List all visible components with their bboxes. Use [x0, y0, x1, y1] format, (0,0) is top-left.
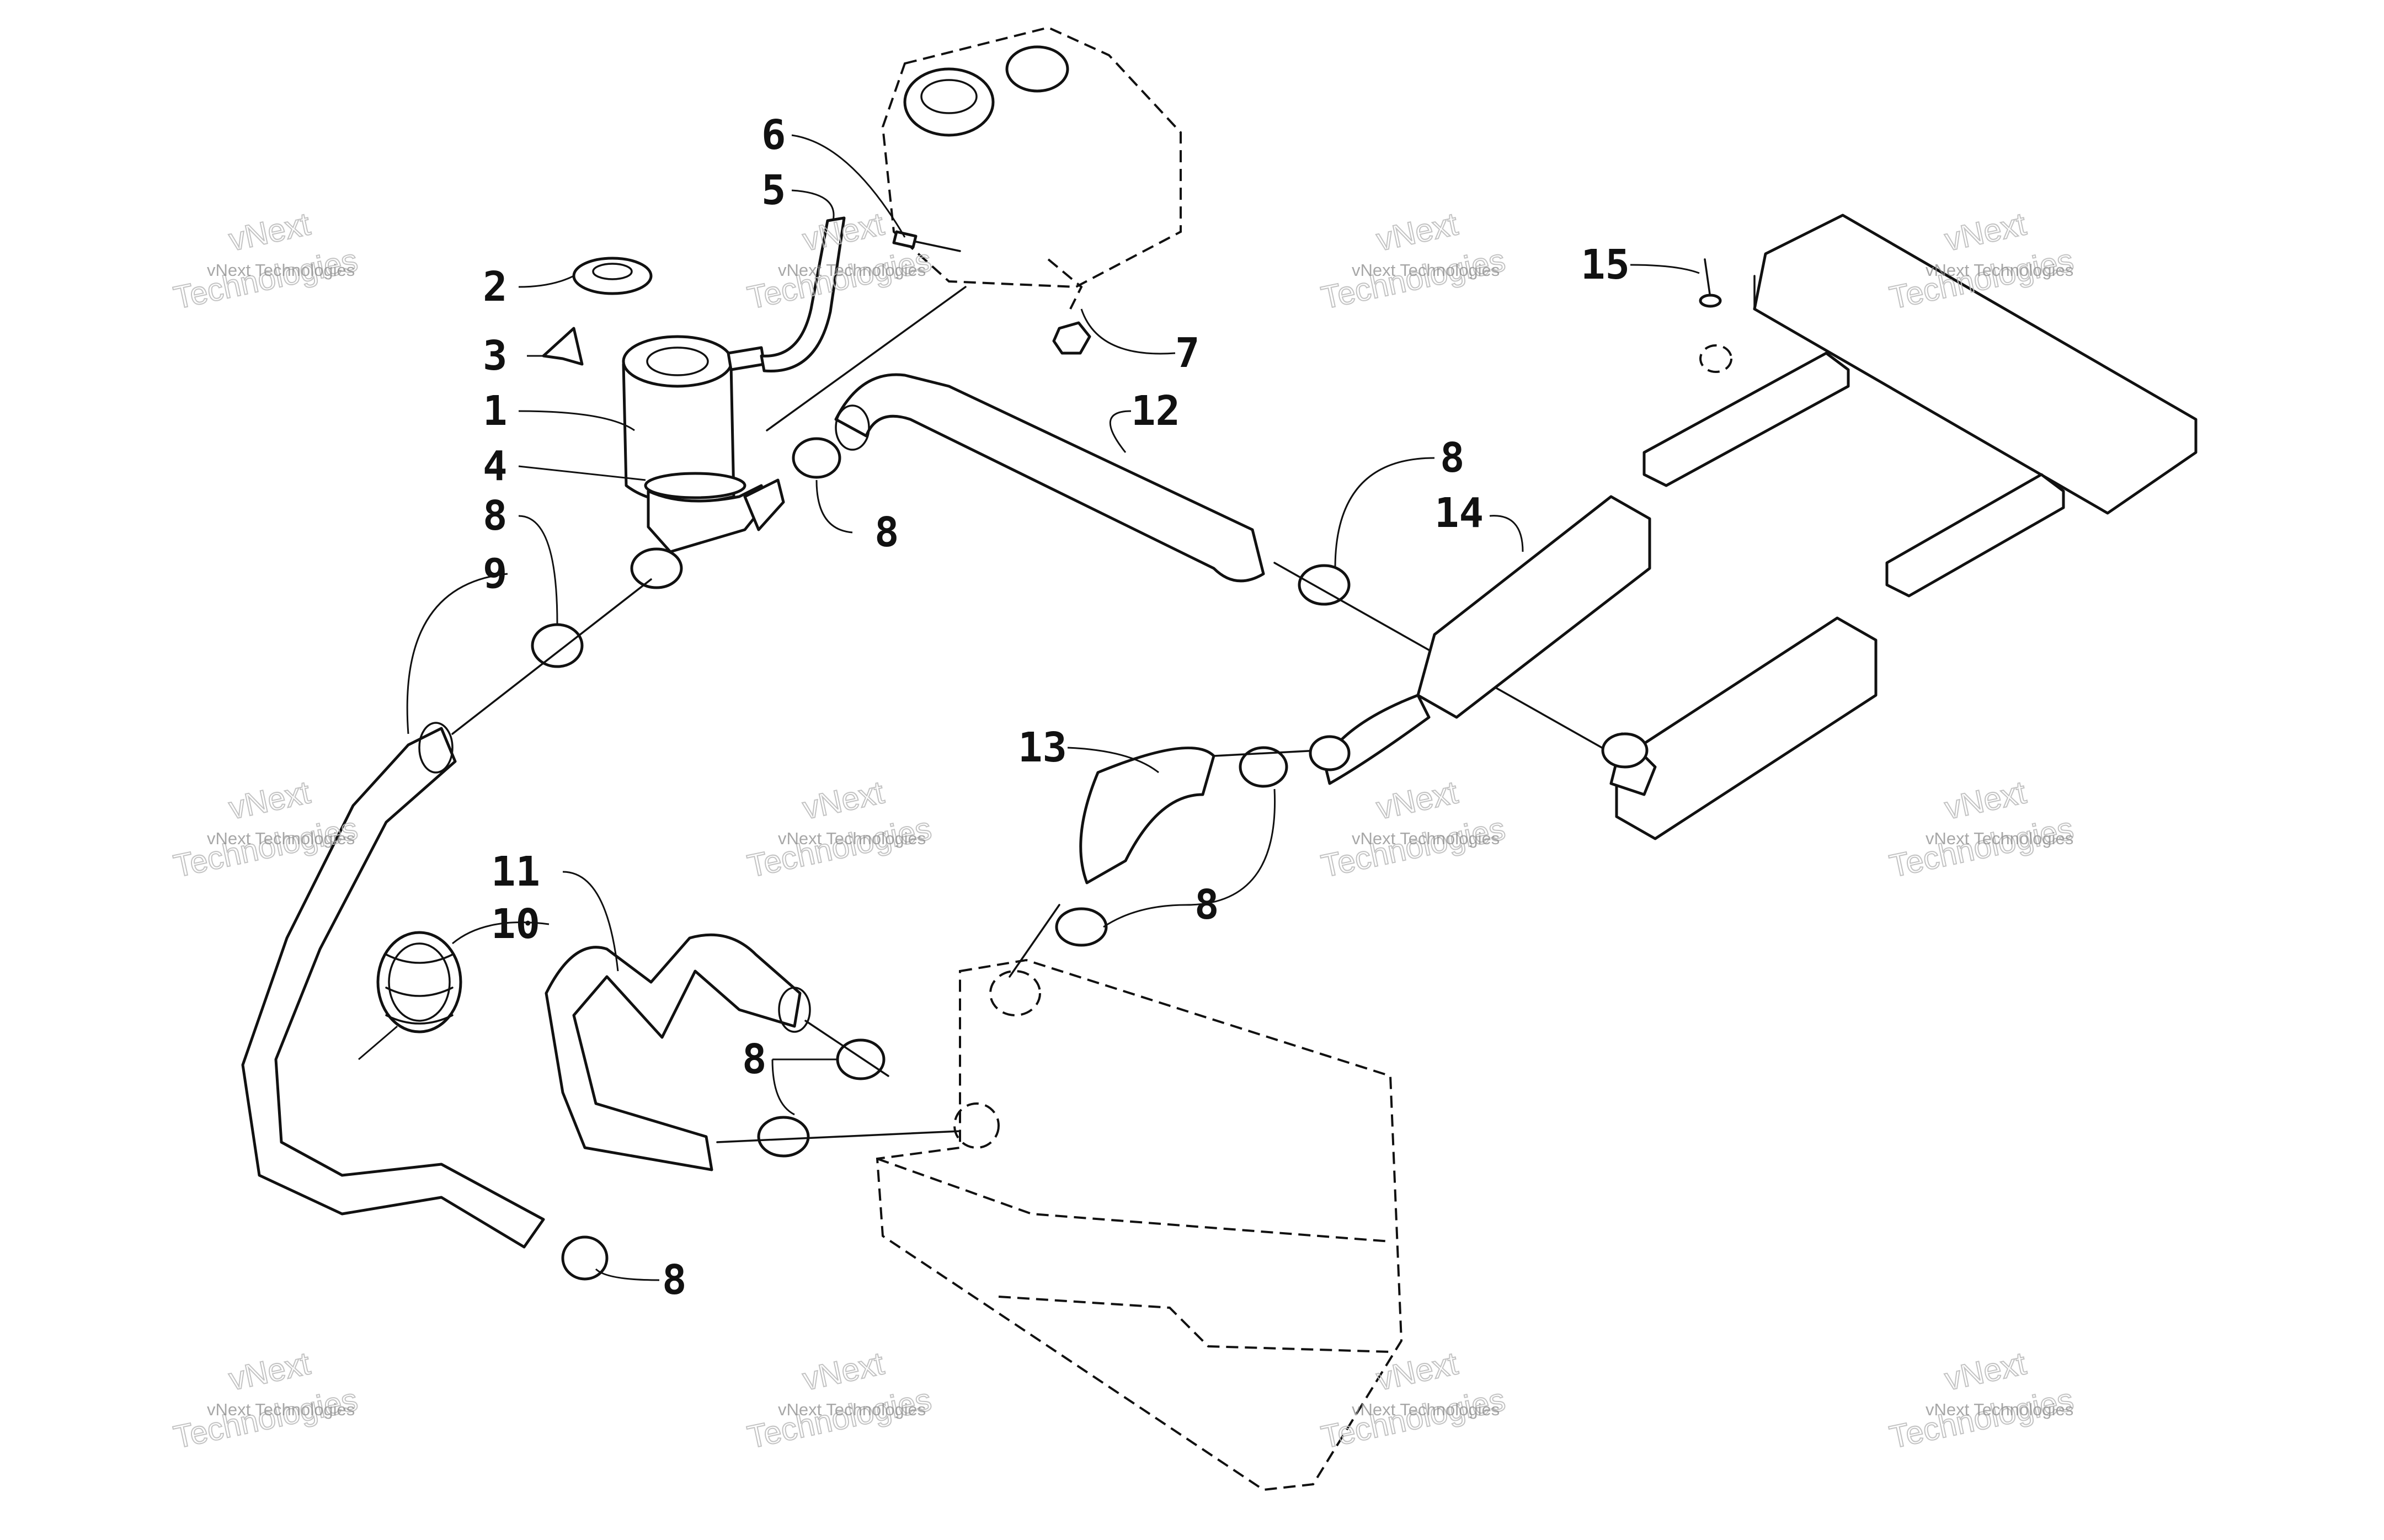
coolant-bottle: [622, 335, 785, 589]
svg-text:vNext: vNext: [1942, 206, 2029, 258]
watermark-r2c3: vNext Technologies vNext Technologies: [1318, 774, 1509, 884]
leader-lines: [358, 134, 1700, 1281]
mounting-screw: [892, 230, 961, 252]
watermark-r3c3: vNext Technologies vNext Technologies: [1318, 1345, 1509, 1456]
rivet: [1699, 258, 1732, 373]
bottle-outlet-left: [630, 547, 683, 589]
callout-8-hose13: 8: [1194, 881, 1219, 929]
svg-text:vNext Technologies: vNext Technologies: [207, 1400, 355, 1419]
callout-8-bottle-right: 8: [874, 509, 899, 556]
watermark-r2c4: vNext Technologies vNext Technologies: [1886, 774, 2077, 884]
callout-13: 13: [1018, 724, 1067, 771]
callout-labels: 1 2 3 4 5 6 7 8 8 8 8 8 8 9 10 11 12 13 …: [483, 111, 1630, 1304]
watermark-r1c1: vNext Technologies vNext Technologies: [170, 205, 361, 316]
callout-11: 11: [491, 848, 540, 896]
svg-text:vNext Technologies: vNext Technologies: [778, 829, 926, 848]
watermark-r1c2: vNext Technologies vNext Technologies: [744, 205, 935, 316]
heat-exchanger-front: [1309, 495, 1651, 785]
callout-10: 10: [491, 900, 540, 948]
callout-2: 2: [483, 263, 508, 311]
callout-12: 12: [1131, 387, 1180, 435]
tank-filler-neck: [1005, 45, 1069, 93]
hose-9: [241, 727, 545, 1249]
svg-text:vNext Technologies: vNext Technologies: [207, 829, 355, 848]
bottle-vent-nipple: [727, 346, 766, 371]
watermark-r3c4: vNext Technologies vNext Technologies: [1886, 1345, 2077, 1456]
tunnel-panel: [1642, 214, 2198, 598]
svg-text:vNext Technologies: vNext Technologies: [1352, 260, 1500, 280]
svg-text:vNext Technologies: vNext Technologies: [778, 1400, 926, 1419]
svg-text:vNext: vNext: [1373, 1345, 1461, 1397]
hose-11: [545, 933, 802, 1171]
callout-9: 9: [483, 550, 508, 598]
spring-clamp: [376, 931, 462, 1033]
svg-text:vNext: vNext: [1373, 206, 1461, 258]
svg-text:vNext: vNext: [1373, 774, 1461, 826]
svg-text:vNext Technologies: vNext Technologies: [1926, 829, 2073, 848]
tank-cap: [903, 67, 995, 137]
mounting-nut: [1052, 321, 1091, 355]
svg-text:vNext: vNext: [226, 774, 313, 826]
svg-text:vNext Technologies: vNext Technologies: [207, 260, 355, 280]
callout-5: 5: [761, 167, 786, 214]
vent-hose: [760, 216, 846, 373]
direction-arrow: [542, 327, 584, 366]
callout-4: 4: [483, 443, 508, 490]
svg-text:vNext Technologies: vNext Technologies: [1352, 1400, 1500, 1419]
svg-text:vNext: vNext: [226, 1345, 313, 1397]
callout-8-bottle-left: 8: [483, 492, 508, 540]
hose-clamps: [531, 437, 1351, 1281]
svg-text:vNext: vNext: [226, 206, 313, 258]
bottle-cap: [572, 257, 653, 295]
watermark-r2c2: vNext Technologies vNext Technologies: [744, 774, 935, 884]
reference-tank: [881, 26, 1182, 310]
svg-text:vNext Technologies: vNext Technologies: [1926, 1400, 2073, 1419]
hose-13: [1079, 746, 1215, 884]
watermark-r3c1: vNext Technologies vNext Technologies: [170, 1345, 361, 1456]
lower-chassis: [876, 958, 1403, 1491]
svg-text:vNext: vNext: [799, 206, 887, 258]
svg-text:vNext Technologies: vNext Technologies: [1926, 260, 2073, 280]
callout-6: 6: [761, 111, 786, 159]
heat-exchanger-rear: [1601, 616, 1878, 840]
callout-8-hose9: 8: [662, 1256, 687, 1304]
watermark-r3c2: vNext Technologies vNext Technologies: [744, 1345, 935, 1456]
svg-text:vNext Technologies: vNext Technologies: [1352, 829, 1500, 848]
svg-text:vNext: vNext: [799, 1345, 887, 1397]
callout-1: 1: [483, 387, 508, 435]
svg-text:vNext: vNext: [799, 774, 887, 826]
svg-text:vNext: vNext: [1942, 1345, 2029, 1397]
callout-7: 7: [1175, 329, 1200, 377]
bottle-band-clamp: [644, 472, 746, 499]
callout-14: 14: [1434, 489, 1484, 537]
svg-text:vNext Technologies: vNext Technologies: [778, 260, 926, 280]
callout-8-hose11: 8: [742, 1036, 767, 1083]
watermark-r1c3: vNext Technologies vNext Technologies: [1318, 205, 1509, 316]
callout-3: 3: [483, 332, 508, 380]
callout-8-hose12: 8: [1440, 434, 1465, 482]
bottle-outlet-right: [743, 478, 785, 531]
hose-12: [834, 373, 1265, 583]
svg-text:vNext: vNext: [1942, 774, 2029, 826]
callout-15: 15: [1581, 241, 1630, 289]
